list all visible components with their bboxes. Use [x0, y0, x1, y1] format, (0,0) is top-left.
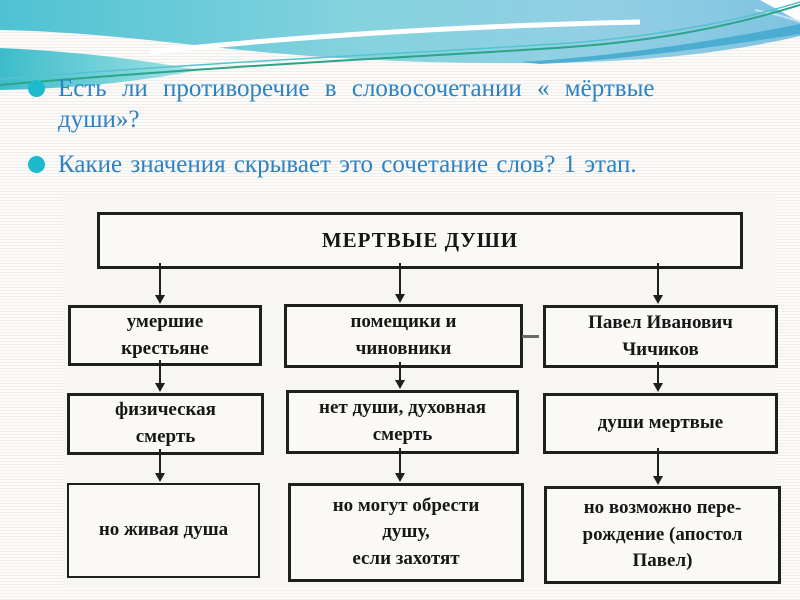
- down-arrow-connector: [395, 362, 405, 389]
- bullet-text: Есть ли противоречие в словосочетании « …: [58, 74, 654, 135]
- box-physical-death: физическая смерть: [67, 393, 264, 455]
- box-dead-souls-title: МЕРТВЫЕ ДУШИ: [97, 212, 743, 269]
- bullet-list: Есть ли противоречие в словосочетании « …: [28, 74, 773, 196]
- down-arrow-connector: [155, 263, 165, 304]
- bullet-icon: [28, 80, 45, 97]
- down-arrow-connector: [653, 263, 663, 304]
- down-arrow-connector: [155, 449, 165, 482]
- box-chichikov: Павел Иванович Чичиков: [543, 305, 778, 368]
- dash-connector: [522, 335, 539, 338]
- bullet-line: души»?: [58, 105, 140, 133]
- bullet-line: Есть ли противоречие в словосочетании « …: [58, 75, 655, 102]
- bullet-item: Есть ли противоречие в словосочетании « …: [28, 74, 773, 135]
- down-arrow-connector: [395, 263, 405, 303]
- flowchart: МЕРТВЫЕ ДУШИ умершие крестьяне физическа…: [63, 196, 781, 588]
- wave-teal-line: [0, 1, 800, 80]
- box-spiritual-death: нет души, духовная смерть: [286, 390, 519, 454]
- box-living-soul: но живая душа: [67, 483, 260, 578]
- wave-left-wedge: [0, 48, 198, 90]
- wave-corner-line: [754, 9, 800, 23]
- box-rebirth-possible: но возможно пере- рождение (апостол Паве…: [544, 486, 781, 584]
- header-wave-decoration: [0, 0, 800, 90]
- down-arrow-connector: [155, 360, 165, 392]
- bullet-text: Какие значения скрывает это сочетание сл…: [58, 150, 637, 181]
- bullet-line: Какие значения скрывает это сочетание сл…: [58, 151, 637, 178]
- box-souls-dead: души мертвые: [543, 393, 778, 454]
- down-arrow-connector: [653, 448, 663, 485]
- bullet-icon: [28, 156, 45, 173]
- down-arrow-connector: [395, 448, 405, 482]
- wave-green-line: [0, 4, 800, 86]
- down-arrow-connector: [653, 362, 663, 392]
- box-landowners-officials: помещики и чиновники: [284, 304, 523, 368]
- box-deceased-peasants: умершие крестьяне: [68, 305, 262, 366]
- box-can-gain-soul: но могут обрести душу, если захотят: [288, 483, 524, 582]
- wave-white-streak: [149, 19, 641, 55]
- bullet-item: Какие значения скрывает это сочетание сл…: [28, 150, 773, 181]
